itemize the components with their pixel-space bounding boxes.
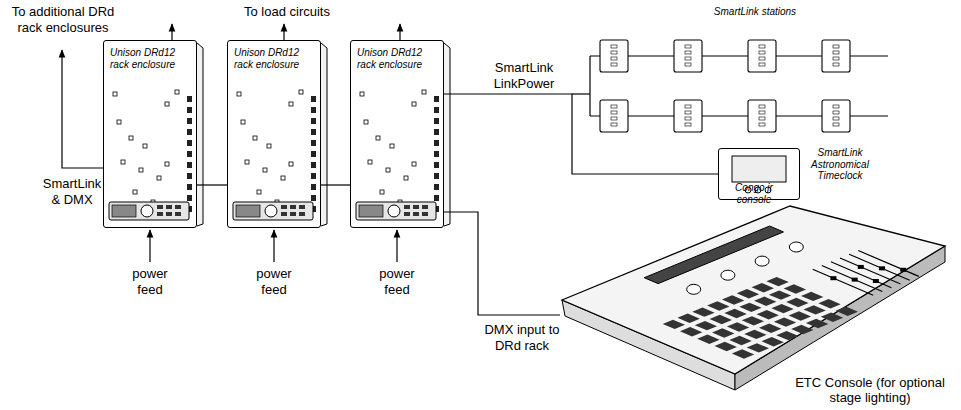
rack-illustration — [109, 24, 203, 262]
smartlink-stations — [572, 40, 888, 132]
off-page-note: To additional DRd rack enclosures — [8, 4, 118, 37]
rack-title: Unison DRd12 rack enclosure — [234, 47, 306, 70]
fader-slot — [813, 269, 874, 295]
fader-slot — [822, 266, 883, 292]
rack-illustration — [233, 24, 327, 262]
load-note: To load circuits — [232, 4, 342, 20]
fader-slot — [858, 251, 919, 277]
connector-wire — [321, 184, 350, 185]
fader-slot — [849, 254, 910, 280]
connector-wire — [444, 212, 560, 315]
feed-note: power feed — [244, 266, 304, 299]
fader-slot — [831, 262, 892, 288]
timeclock-title: SmartLink Astronomical Timeclock — [807, 147, 873, 182]
power-feed-arrow — [396, 230, 397, 262]
power-feed-arrow — [149, 230, 150, 262]
edge-label: DMX input to DRd rack — [482, 322, 562, 355]
feed-note: power feed — [120, 266, 180, 299]
signal-name: SmartLink & DMX — [40, 176, 104, 209]
rack-enclosure: Unison DRd12 rack enclosure — [103, 40, 197, 228]
rack-title: Unison DRd12 rack enclosure — [110, 47, 182, 70]
rack-enclosure: Unison DRd12 rack enclosure — [227, 40, 321, 228]
rack-title: Unison DRd12 rack enclosure — [357, 47, 429, 70]
load-arrow — [283, 24, 284, 40]
edge-label: SmartLink LinkPower — [482, 60, 566, 93]
connector-wire — [197, 184, 227, 185]
load-arrow — [171, 24, 172, 40]
fader-slot — [840, 258, 901, 284]
power-feed-arrow — [273, 230, 274, 262]
feed-note: power feed — [367, 266, 427, 299]
rack-illustration — [356, 24, 450, 262]
console-caption: ETC Console (for optional stage lighting… — [782, 376, 958, 406]
group-title: SmartLink stations — [690, 6, 820, 18]
rack-enclosure: Unison DRd12 rack enclosure — [350, 40, 444, 228]
off-page-arrow — [62, 50, 103, 168]
console-illustration — [562, 206, 945, 390]
connector-wire — [444, 94, 718, 174]
console-region: Congo jr consoleETC Console (for optiona… — [560, 182, 958, 408]
station-wire — [589, 56, 590, 116]
station-wire — [572, 93, 590, 94]
console-model: Congo jr console — [728, 182, 780, 205]
timeclock-screen — [732, 156, 786, 182]
load-arrow — [399, 24, 400, 40]
